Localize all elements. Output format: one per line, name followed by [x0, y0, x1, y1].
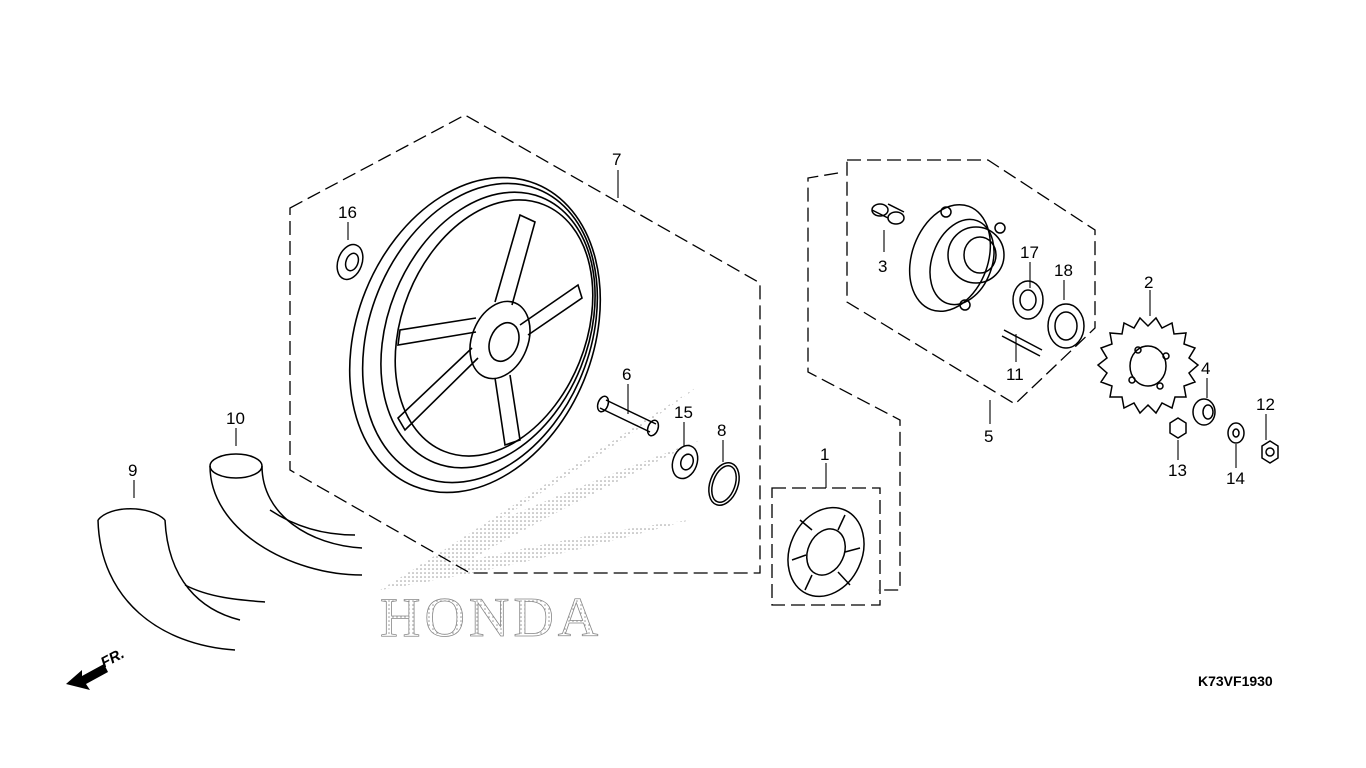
stud-bolt-11	[1001, 329, 1043, 357]
callout-8: 8	[717, 421, 726, 440]
callout-7: 7	[612, 150, 621, 169]
nut-12	[1261, 440, 1279, 464]
wheel-group-outline	[289, 114, 761, 574]
tire-10	[209, 453, 363, 576]
front-direction-arrow: FR.	[66, 645, 127, 690]
tube-9	[97, 508, 266, 651]
callout-18: 18	[1054, 261, 1073, 280]
washer-14	[1227, 422, 1245, 444]
diagram-code: K73VF1930	[1198, 673, 1273, 689]
collar-4	[1192, 398, 1216, 426]
callout-6: 6	[622, 365, 631, 384]
callout-4: 4	[1201, 359, 1210, 378]
honda-wing-watermark	[380, 385, 700, 590]
callout-10: 10	[226, 409, 245, 428]
sprocket-2	[1096, 316, 1200, 415]
bearing-16	[336, 243, 364, 281]
collar-6	[596, 395, 660, 437]
callout-16: 16	[338, 203, 357, 222]
callout-17: 17	[1020, 243, 1039, 262]
callout-11: 11	[1006, 365, 1024, 384]
callout-15: 15	[674, 403, 693, 422]
wheel-damper-1	[787, 506, 865, 598]
callout-3: 3	[878, 257, 887, 276]
hub-group-outline	[846, 159, 1096, 405]
bearing-18	[1047, 303, 1085, 349]
callout-1: 1	[820, 445, 829, 464]
bearing-15	[671, 444, 699, 480]
callout-2: 2	[1144, 273, 1153, 292]
bearing-17	[1012, 280, 1044, 320]
o-ring-8	[708, 462, 740, 506]
callout-14: 14	[1226, 469, 1245, 488]
callout-12: 12	[1256, 395, 1275, 414]
callout-5: 5	[984, 427, 993, 446]
honda-brand-watermark: HONDA	[380, 587, 602, 649]
rear-hub	[908, 203, 1006, 313]
callout-13: 13	[1168, 461, 1187, 480]
nut-13	[1169, 417, 1187, 439]
collar-3	[871, 203, 905, 225]
hub-assembly-outline	[807, 172, 901, 591]
callout-9: 9	[128, 461, 137, 480]
rear-wheel	[348, 176, 602, 494]
